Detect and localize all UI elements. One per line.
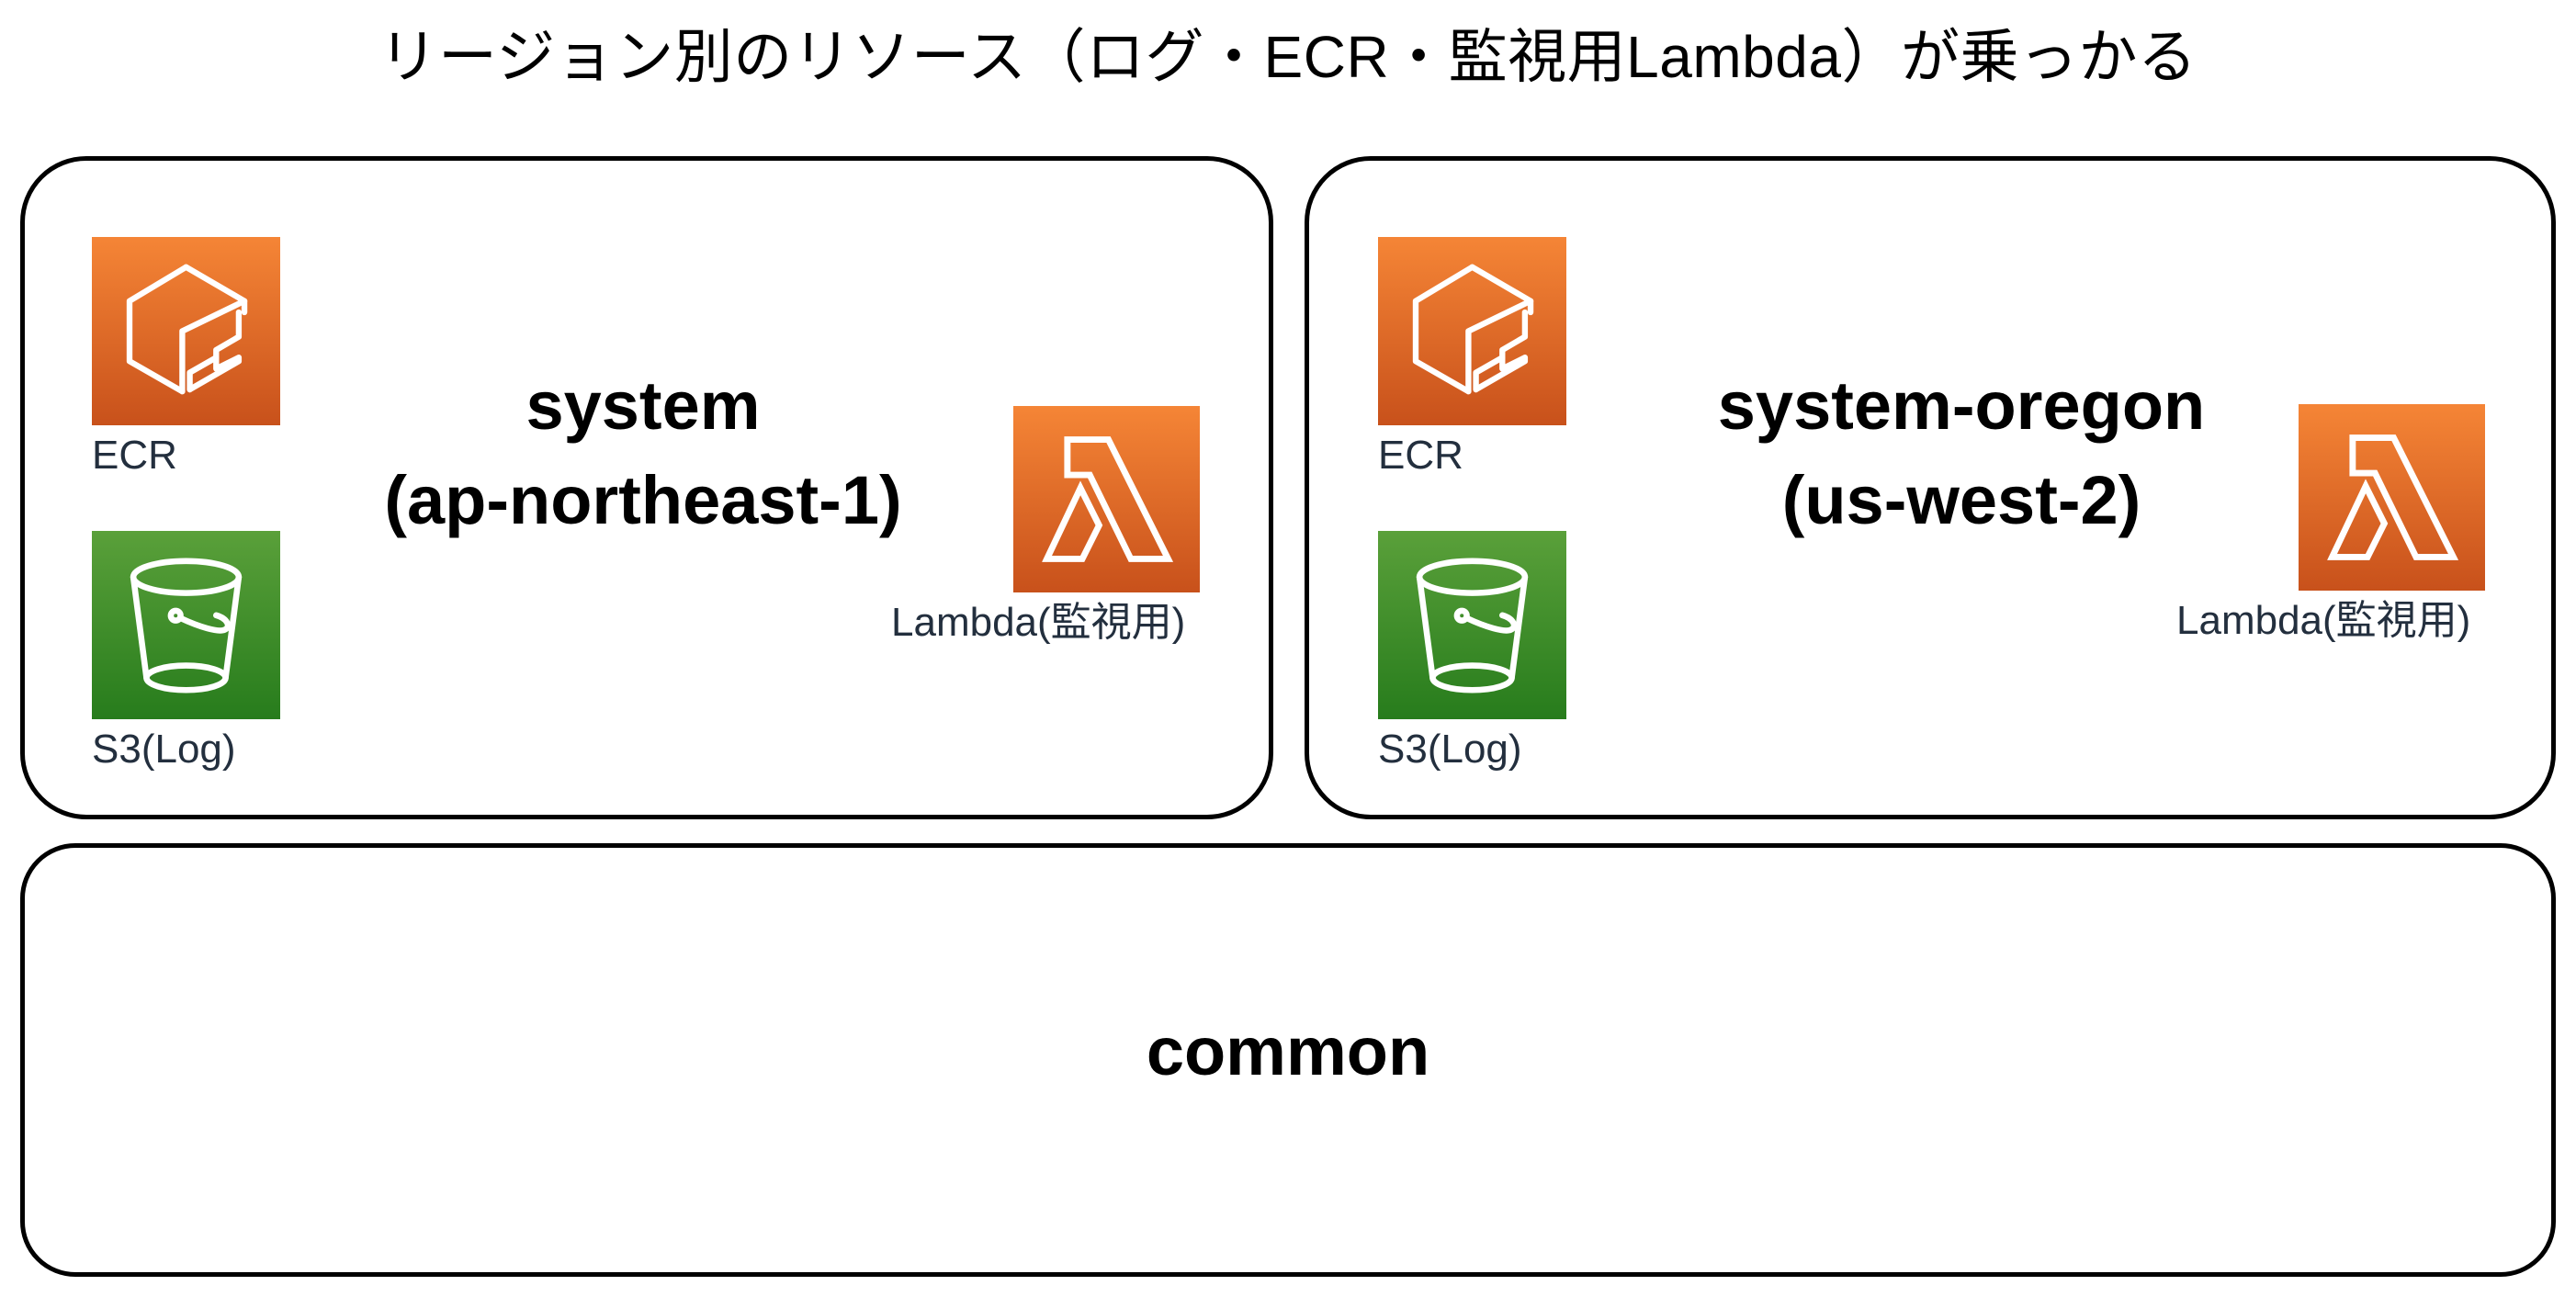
region-card-system-oregon-title: system-oregon bbox=[1717, 367, 2206, 444]
region-card-system-title: system bbox=[525, 367, 761, 444]
s3-icon bbox=[92, 531, 280, 719]
service-s3-label: S3(Log) bbox=[1378, 727, 1522, 772]
region-card-system-region: (ap-northeast-1) bbox=[384, 462, 902, 538]
service-ecr-system[interactable]: ECR bbox=[92, 237, 280, 477]
service-lambda-system-oregon[interactable]: Lambda(監視用) bbox=[2176, 404, 2485, 642]
service-ecr-label: ECR bbox=[92, 433, 177, 478]
ecr-icon bbox=[92, 237, 280, 425]
ecr-icon bbox=[1378, 237, 1566, 425]
lambda-icon bbox=[1013, 406, 1200, 592]
page-title: リージョン別のリソース（ログ・ECR・監視用Lambda）が乗っかる bbox=[378, 24, 2198, 90]
region-card-common-title: common bbox=[1146, 1013, 1430, 1089]
service-lambda-system[interactable]: Lambda(監視用) bbox=[891, 406, 1200, 644]
lambda-icon bbox=[2299, 404, 2485, 591]
service-ecr-label: ECR bbox=[1378, 433, 1463, 478]
service-ecr-system-oregon[interactable]: ECR bbox=[1378, 237, 1566, 477]
service-s3-label: S3(Log) bbox=[92, 727, 236, 772]
region-card-common[interactable] bbox=[20, 843, 2556, 1277]
service-s3-system-oregon[interactable]: S3(Log) bbox=[1378, 531, 1566, 771]
s3-icon bbox=[1378, 531, 1566, 719]
service-lambda-label: Lambda(監視用) bbox=[2176, 598, 2471, 643]
service-s3-system[interactable]: S3(Log) bbox=[92, 531, 280, 771]
service-lambda-label: Lambda(監視用) bbox=[891, 600, 1186, 645]
region-card-system-oregon-region: (us-west-2) bbox=[1781, 462, 2141, 538]
